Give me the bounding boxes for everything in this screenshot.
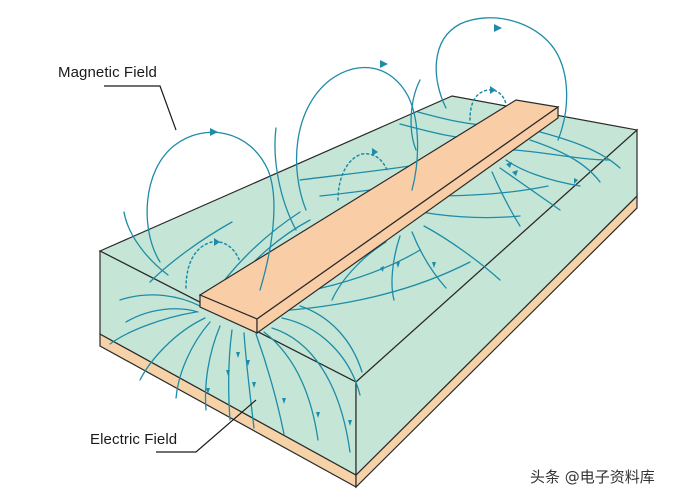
substrate-side xyxy=(355,128,638,477)
electric-field-label: Electric Field xyxy=(90,431,178,448)
trace-side xyxy=(256,105,559,335)
magnetic-field-leader xyxy=(104,85,177,131)
watermark: 头条 @电子资料库 xyxy=(530,468,655,486)
magnetic-field-label: Magnetic Field xyxy=(58,64,157,81)
electric-field-leader xyxy=(156,399,257,453)
magnetic-field-lines xyxy=(123,17,568,291)
dashed-field-lines xyxy=(185,86,507,289)
